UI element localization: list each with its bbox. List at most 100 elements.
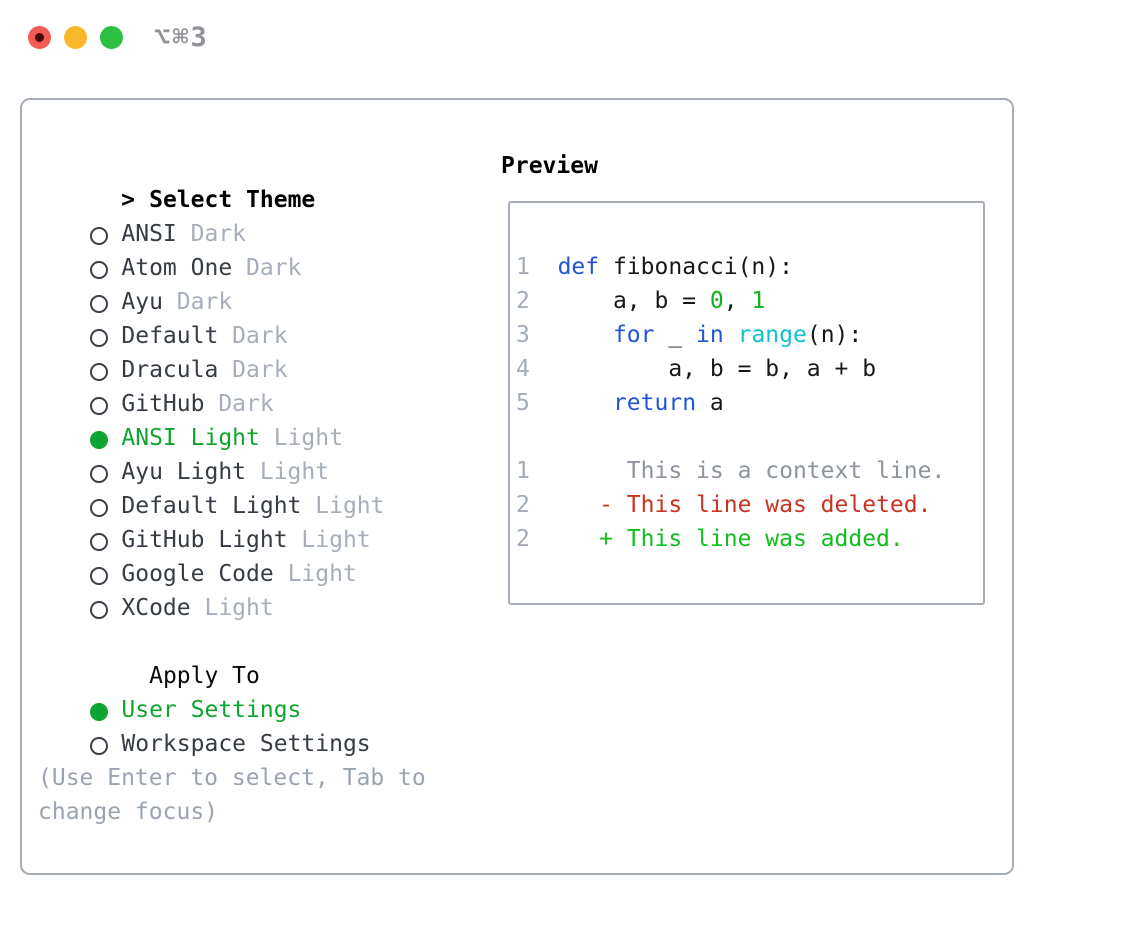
marker-blank	[121, 659, 149, 693]
radio-icon	[90, 693, 121, 727]
code-token: - This line was deleted.	[599, 492, 932, 518]
code-token	[530, 254, 558, 280]
code-token: 1	[751, 288, 766, 314]
theme-name: Default	[121, 323, 219, 349]
theme-name: ANSI	[121, 221, 177, 247]
theme-name: GitHub Light	[121, 527, 288, 553]
radio-icon	[90, 455, 121, 489]
code-token: a, b = b, a + b	[529, 356, 877, 382]
code-line: 2 a, b = 0, 1	[516, 284, 977, 318]
select-theme-title: Select Theme	[149, 187, 316, 213]
code-token	[530, 390, 613, 416]
theme-option[interactable]: Ayu Dark	[38, 251, 498, 315]
code-token: ,	[723, 288, 752, 314]
radio-icon	[90, 523, 121, 557]
code-token: return	[612, 390, 697, 416]
theme-option[interactable]: GitHub Dark	[38, 353, 498, 417]
code-token: in	[696, 322, 724, 348]
line-number: 3	[516, 322, 530, 348]
code-token: a	[696, 390, 724, 416]
code-line	[516, 420, 977, 454]
theme-name: XCode	[121, 595, 191, 621]
code-token	[530, 526, 599, 552]
code-line: 5 return a	[516, 386, 977, 420]
theme-picker-panel: > Select Theme ANSI Dark Atom One Dark Ay…	[20, 98, 1014, 875]
theme-option[interactable]: Default Light Light	[38, 455, 498, 519]
code-token	[530, 492, 599, 518]
code-line: 1 def fibonacci(n):	[516, 250, 977, 284]
theme-variant-tag: Dark	[176, 221, 247, 247]
theme-name: Atom One	[121, 255, 233, 281]
preview-column: Preview 1 def fibonacci(n):2 a, b = 0, 1…	[501, 149, 985, 605]
radio-icon	[90, 217, 121, 251]
theme-variant-tag: Light	[287, 527, 371, 553]
theme-name: Google Code	[121, 561, 274, 587]
theme-variant-tag: Light	[273, 561, 357, 587]
window-title: ⌥⌘3	[154, 22, 209, 53]
theme-option[interactable]: GitHub Light Light	[38, 489, 498, 553]
apply-option[interactable]: Workspace Settings	[38, 693, 498, 757]
theme-variant-tag: Dark	[204, 391, 274, 417]
code-line: 2 + This line was added.	[516, 522, 977, 556]
line-number: 2	[516, 492, 530, 518]
theme-option[interactable]: ANSI Dark	[38, 183, 498, 247]
radio-icon	[90, 251, 121, 285]
theme-option[interactable]: Atom One Dark	[38, 217, 498, 281]
code-line: 3 for _ in range(n):	[516, 318, 977, 352]
theme-option[interactable]: Google Code Light	[38, 523, 498, 587]
zoom-button[interactable]	[100, 26, 123, 49]
code-token: a, b =	[529, 288, 710, 314]
apply-options: User Settings Workspace Settings	[38, 659, 498, 757]
theme-list: ANSI Dark Atom One Dark Ayu Dark Default…	[38, 183, 498, 621]
theme-option[interactable]: Ayu Light Light	[38, 421, 498, 485]
code-token: + This line was added.	[599, 526, 904, 552]
radio-icon	[90, 591, 121, 625]
theme-option[interactable]: Default Dark	[38, 285, 498, 349]
code-token: (n):	[806, 322, 863, 348]
code-token: 0	[709, 288, 724, 314]
theme-name: Dracula	[121, 357, 219, 383]
line-number: 1	[516, 458, 530, 484]
theme-variant-tag: Dark	[218, 357, 288, 383]
theme-name: Default Light	[121, 493, 302, 519]
titlebar: ⌥⌘3	[0, 0, 1140, 74]
code-token	[724, 322, 738, 348]
prompt-icon: >	[121, 187, 135, 213]
theme-variant-tag: Dark	[218, 323, 288, 349]
radio-icon	[90, 727, 121, 761]
theme-name: GitHub	[121, 391, 205, 417]
code-token	[530, 458, 627, 484]
code-token: for	[612, 322, 655, 348]
radio-icon	[90, 353, 121, 387]
code-line: 1 This is a context line.	[516, 454, 977, 488]
line-number: 2	[516, 288, 530, 314]
code-token: _	[654, 322, 697, 348]
close-button[interactable]	[28, 26, 51, 49]
code-line: 2 - This line was deleted.	[516, 488, 977, 522]
radio-icon	[90, 421, 121, 455]
code-line: 4 a, b = b, a + b	[516, 352, 977, 386]
theme-name: ANSI Light	[121, 425, 260, 451]
theme-name: Ayu	[121, 289, 163, 315]
code-token: This is a context line.	[626, 458, 946, 484]
theme-variant-tag: Light	[190, 595, 274, 621]
apply-option-label: User Settings	[121, 697, 302, 723]
radio-icon	[90, 489, 121, 523]
hint-text: (Use Enter to select, Tab to change focu…	[38, 765, 426, 825]
theme-variant-tag: Dark	[232, 255, 302, 281]
line-number: 1	[516, 254, 530, 280]
radio-icon	[90, 557, 121, 591]
theme-option[interactable]: XCode Light	[38, 557, 498, 621]
apply-to-header: Apply To	[38, 625, 498, 689]
theme-option[interactable]: ANSI Light Light	[38, 387, 498, 451]
theme-variant-tag: Light	[259, 425, 343, 451]
select-theme-header: > Select Theme	[38, 149, 498, 213]
minimize-button[interactable]	[64, 26, 87, 49]
theme-option[interactable]: Dracula Dark	[38, 319, 498, 383]
code-token: range	[737, 322, 807, 348]
apply-option[interactable]: User Settings	[38, 659, 498, 723]
theme-variant-tag: Light	[301, 493, 385, 519]
code-token	[530, 322, 613, 348]
apply-option-label: Workspace Settings	[121, 731, 371, 757]
